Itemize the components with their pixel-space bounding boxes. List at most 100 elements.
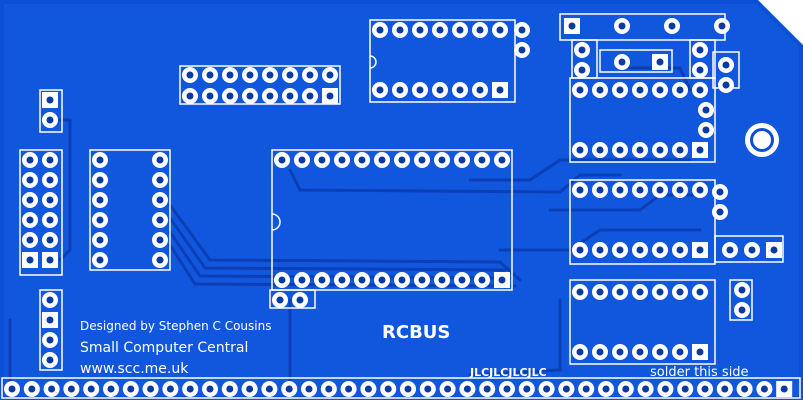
pad xyxy=(152,252,168,268)
website-text: www.scc.me.uk xyxy=(80,361,189,377)
pad xyxy=(652,242,668,258)
pad xyxy=(712,184,728,200)
pad xyxy=(241,381,258,397)
pad xyxy=(262,67,278,83)
through-hole-pads xyxy=(22,18,782,368)
pad xyxy=(354,152,370,168)
pad xyxy=(617,381,634,397)
pad xyxy=(340,381,357,397)
pad xyxy=(572,182,588,198)
pad xyxy=(274,152,290,168)
pad xyxy=(242,88,258,104)
pad xyxy=(459,381,476,397)
pad xyxy=(92,212,108,228)
pad xyxy=(474,152,490,168)
pad xyxy=(652,142,668,158)
pad xyxy=(558,381,575,397)
pad xyxy=(92,152,108,168)
bus-connector-pads xyxy=(4,381,793,397)
pad xyxy=(574,42,590,58)
pad xyxy=(574,62,590,78)
pad xyxy=(22,192,38,208)
pad xyxy=(322,88,338,104)
pad xyxy=(572,142,588,158)
pad xyxy=(632,242,648,258)
pad xyxy=(182,88,198,104)
pad xyxy=(360,381,377,397)
pad xyxy=(672,142,688,158)
pad xyxy=(718,57,734,73)
pad xyxy=(412,82,428,98)
pad xyxy=(142,381,159,397)
pad xyxy=(294,272,310,288)
pad xyxy=(42,152,58,168)
pad xyxy=(42,332,58,348)
pad xyxy=(22,152,38,168)
pad xyxy=(756,381,773,397)
pad xyxy=(282,67,298,83)
pad xyxy=(380,381,397,397)
pad xyxy=(152,212,168,228)
pad xyxy=(392,82,408,98)
pad xyxy=(592,284,608,300)
pad xyxy=(262,88,278,104)
pad xyxy=(202,381,218,397)
pad xyxy=(572,284,588,300)
pad xyxy=(692,284,708,300)
pad xyxy=(412,22,428,38)
fab-mark-text: JLCJLCJLCJLC xyxy=(469,366,547,379)
pad xyxy=(632,284,648,300)
pad xyxy=(697,381,713,397)
pad xyxy=(394,272,410,288)
pad xyxy=(612,182,628,198)
pad xyxy=(572,82,588,98)
pad xyxy=(42,352,58,368)
pad xyxy=(322,67,338,83)
pad xyxy=(419,381,436,397)
pad xyxy=(92,252,108,268)
pad xyxy=(632,182,648,198)
pad xyxy=(472,82,488,98)
pad xyxy=(63,381,80,397)
pad xyxy=(692,182,708,198)
pad xyxy=(652,344,668,360)
pad xyxy=(152,152,168,168)
pad xyxy=(83,381,100,397)
pad xyxy=(122,381,139,397)
pad xyxy=(472,22,488,38)
pad xyxy=(434,272,450,288)
pad xyxy=(414,152,430,168)
pad xyxy=(672,182,688,198)
pad xyxy=(652,284,668,300)
pad xyxy=(572,242,588,258)
pad xyxy=(652,82,668,98)
pad xyxy=(672,284,688,300)
pad xyxy=(744,242,760,258)
pad xyxy=(22,212,38,228)
pad xyxy=(392,22,408,38)
pad xyxy=(372,82,388,98)
pad xyxy=(494,272,510,288)
pad xyxy=(292,292,308,308)
pad xyxy=(572,344,588,360)
pad xyxy=(538,381,555,397)
pad xyxy=(452,22,468,38)
pad xyxy=(652,182,668,198)
pad xyxy=(222,88,238,104)
pad xyxy=(42,292,58,308)
pad xyxy=(281,381,298,397)
pad xyxy=(612,82,628,98)
pad xyxy=(612,344,628,360)
pad xyxy=(492,22,508,38)
pad xyxy=(494,152,510,168)
pad xyxy=(736,381,753,397)
pad xyxy=(152,232,168,248)
pad xyxy=(734,282,750,298)
pad xyxy=(22,172,38,188)
pad xyxy=(103,381,119,397)
pad xyxy=(302,67,318,83)
pad xyxy=(637,381,654,397)
pad xyxy=(294,152,310,168)
pad xyxy=(354,272,370,288)
